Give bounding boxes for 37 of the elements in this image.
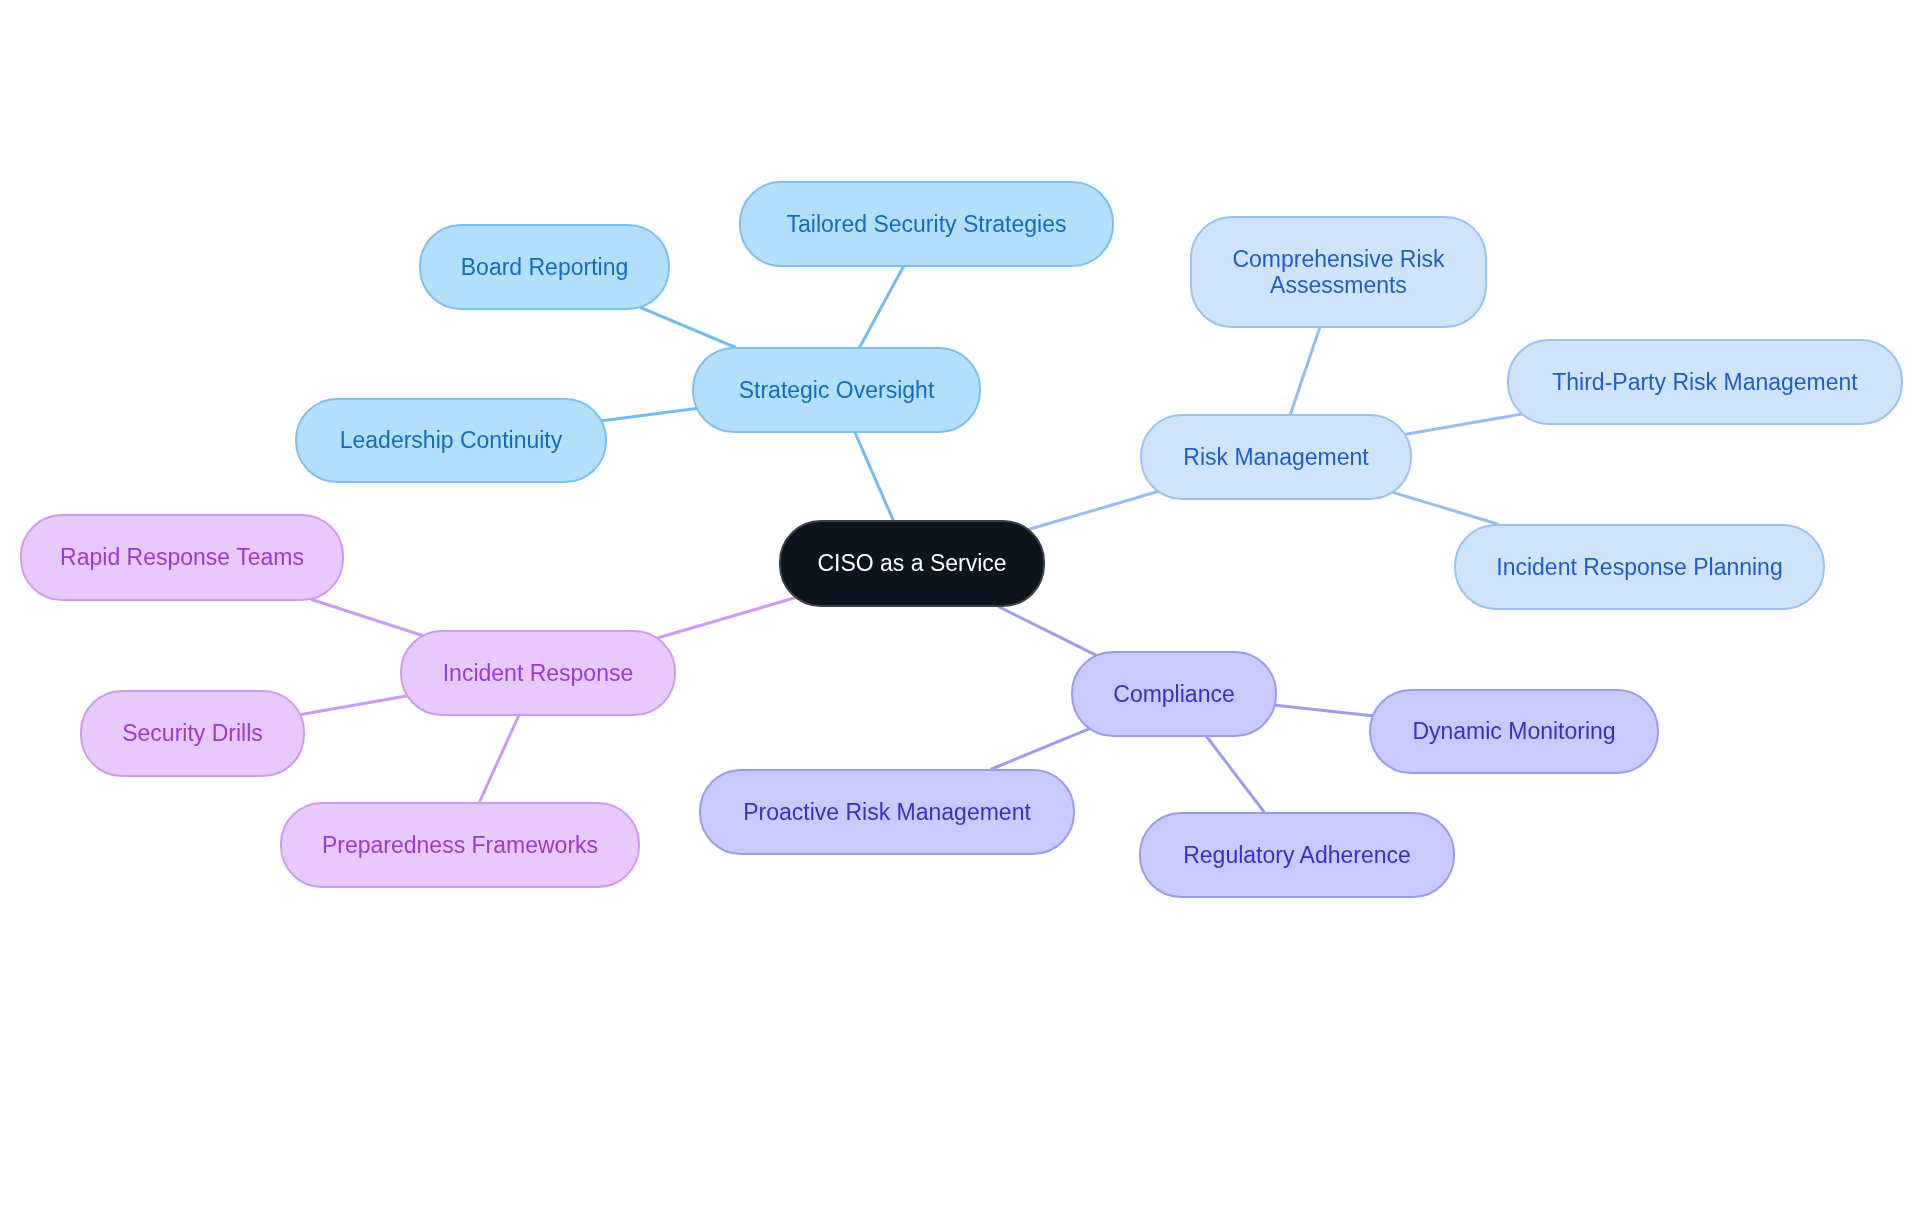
connector-line (639, 306, 736, 349)
connector-line (1289, 326, 1322, 416)
topic-label: Compliance (1113, 680, 1235, 708)
connector-line (997, 605, 1097, 657)
connector-line (656, 596, 797, 640)
topic-label: Proactive Risk Management (743, 798, 1031, 826)
connector-line (299, 694, 408, 716)
topic-label: CISO as a Service (817, 550, 1007, 577)
connector-line (1404, 412, 1523, 436)
connector-line (853, 431, 895, 522)
subtopic-box (1190, 216, 1487, 328)
topic-label: Comprehensive Risk Assessments (1231, 245, 1446, 299)
topic-label: Tailored Security Strategies (786, 210, 1067, 238)
topic-label: Security Drills (122, 720, 263, 747)
topic-label: Incident Response (442, 659, 634, 687)
topic-label: Third-Party Risk Management (1552, 368, 1858, 396)
topic-label: Strategic Oversight (738, 376, 935, 404)
topic-label: Board Reporting (460, 253, 629, 281)
central-topic-box (779, 520, 1045, 607)
branch-topic-box (400, 630, 676, 716)
topic-label: Rapid Response Teams (60, 544, 304, 571)
connector-line (858, 265, 905, 349)
topic-label: Leadership Continuity (339, 427, 563, 454)
connector-line (310, 598, 424, 637)
topic-label: Regulatory Adherence (1183, 841, 1411, 869)
topic-label: Incident Response Planning (1496, 553, 1783, 581)
connector-line (478, 714, 520, 804)
branch-topic-box (1140, 414, 1412, 500)
connector-line (600, 406, 698, 423)
connector-line (990, 727, 1090, 771)
topic-label: Preparedness Frameworks (321, 831, 599, 859)
connector-line (1027, 490, 1159, 531)
connector-line (1274, 703, 1374, 718)
topic-label: Risk Management (1183, 443, 1369, 471)
connector-line (1392, 491, 1499, 526)
connector-line (1205, 735, 1266, 814)
topic-label: Dynamic Monitoring (1412, 718, 1616, 745)
